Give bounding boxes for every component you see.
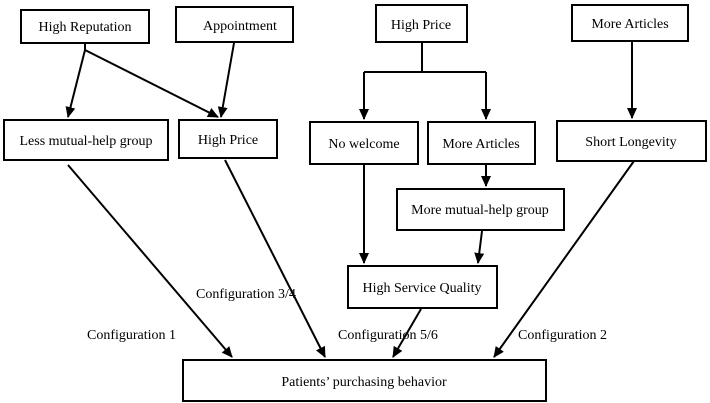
node-high-reputation: High Reputation — [20, 9, 150, 44]
edge-short-longevity-to-behavior — [493, 160, 635, 358]
edge-reputation-to-high-price — [84, 49, 219, 118]
node-more-mutual-help-label: More mutual-help group — [411, 203, 549, 218]
node-high-price-top: High Price — [375, 4, 468, 43]
node-no-welcome: No welcome — [309, 121, 419, 165]
edges — [65, 41, 637, 358]
node-high-price-top-label: High Price — [391, 18, 451, 33]
node-less-mutual-help: Less mutual-help group — [3, 119, 169, 161]
node-no-welcome-label: No welcome — [328, 137, 399, 152]
node-more-mutual-help: More mutual-help group — [396, 188, 565, 231]
label-configuration-1: Configuration 1 — [87, 328, 176, 343]
edge-service-quality-to-behavior — [392, 308, 422, 358]
node-more-articles-top-label: More Articles — [591, 17, 668, 32]
node-purchasing-behavior-label: Patients’ purchasing behavior — [281, 375, 447, 390]
node-high-reputation-label: High Reputation — [39, 20, 132, 35]
node-more-articles-mid: More Articles — [427, 121, 536, 165]
node-more-articles-top: More Articles — [571, 4, 689, 42]
node-high-service-quality-label: High Service Quality — [363, 281, 482, 296]
label-configuration-3-4: Configuration 3/4 — [196, 287, 296, 302]
node-short-longevity-label: Short Longevity — [585, 135, 676, 150]
node-more-articles-mid-label: More Articles — [442, 137, 519, 152]
node-high-service-quality: High Service Quality — [347, 265, 498, 309]
label-configuration-5-6: Configuration 5/6 — [338, 328, 438, 343]
node-less-mutual-help-label: Less mutual-help group — [20, 134, 153, 149]
label-configuration-2: Configuration 2 — [518, 328, 607, 343]
node-appointment: Appointment — [175, 6, 294, 43]
edge-less-mutual-help-to-behavior — [67, 164, 233, 358]
node-high-price-mid-label: High Price — [198, 133, 258, 148]
node-appointment-label: Appointment — [203, 19, 277, 34]
edge-reputation-to-less-mutual-help — [65, 49, 86, 118]
node-short-longevity: Short Longevity — [556, 120, 707, 162]
node-high-price-mid: High Price — [178, 119, 278, 159]
edge-more-mutual-help-to-service-quality — [474, 230, 485, 264]
node-purchasing-behavior: Patients’ purchasing behavior — [182, 359, 547, 402]
edge-appointment-to-high-price — [217, 42, 235, 118]
edge-high-price-to-behavior — [224, 159, 326, 358]
